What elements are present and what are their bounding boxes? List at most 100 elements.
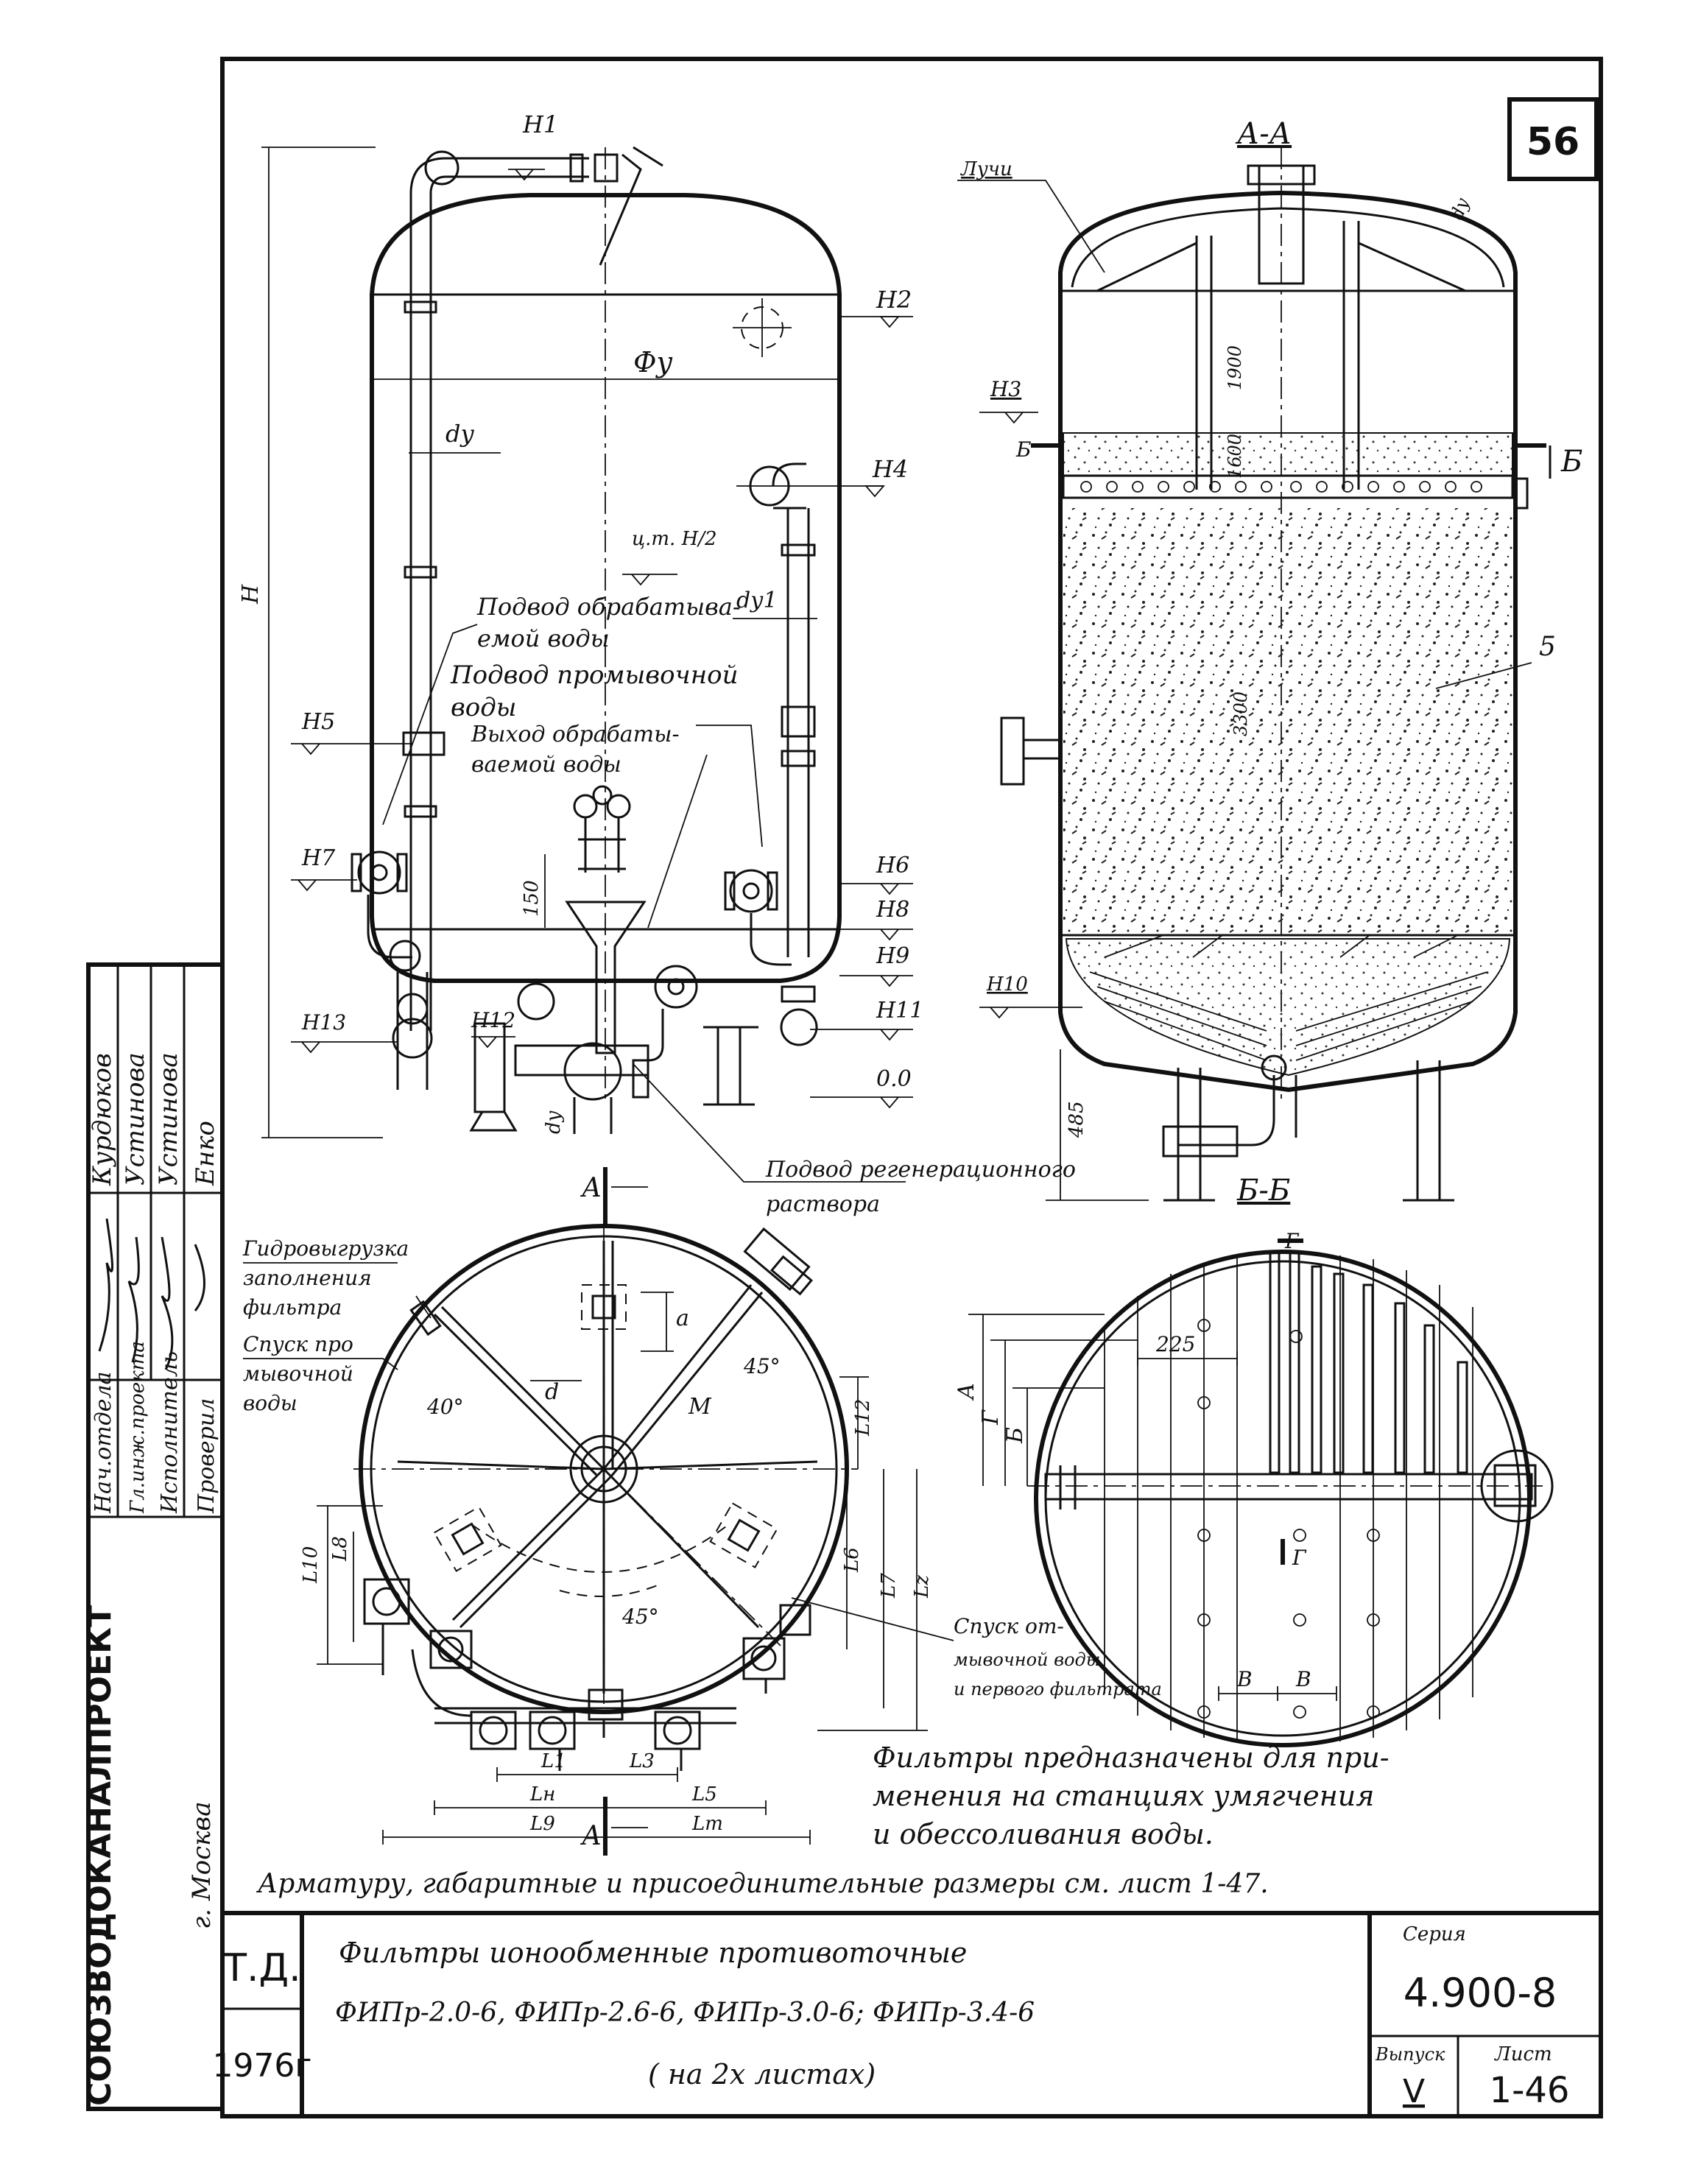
- level-h10-label: H10: [986, 973, 1028, 996]
- level-h8-label: H8: [876, 897, 909, 923]
- vessel-diameter-label: Фу: [633, 346, 673, 378]
- small-diameter-label: dу: [445, 420, 474, 448]
- plan-view: А А 40°: [242, 1167, 1162, 1856]
- title-block: Т.Д. 1976г Фильтры ионообменные противот…: [212, 1911, 1601, 2116]
- level-h2-label: H2: [876, 286, 912, 314]
- stamp-name-3: Устинова: [154, 1052, 183, 1186]
- dim-a-bb: A: [954, 1383, 979, 1401]
- dim-l10: L10: [300, 1546, 322, 1584]
- level-h11-label: H11: [876, 998, 923, 1024]
- series-label: Серия: [1403, 1923, 1466, 1945]
- callout-wash-water-in-1: Подвод промывочной: [450, 661, 738, 690]
- title-line-2: ФИПр-2.0-6, ФИПр-2.6-6, ФИПр-3.0-6; ФИПр…: [335, 1998, 1035, 2028]
- dim-lz: Lz: [911, 1575, 933, 1599]
- level-h9-label: H9: [876, 943, 909, 969]
- dim-l3: L3: [629, 1750, 655, 1772]
- section-bb-title: Б-Б: [1236, 1174, 1290, 1208]
- callout-wash-drain-1: Спуск про: [243, 1332, 353, 1356]
- dim-l8: L8: [329, 1536, 351, 1562]
- level-h7-label: H7: [301, 845, 336, 871]
- level-h6-label: H6: [876, 853, 909, 878]
- angle-45-top: 45°: [743, 1354, 781, 1378]
- level-h12-label: H12: [471, 1008, 515, 1032]
- dim-g-bb: Г: [978, 1409, 1004, 1426]
- callout-hydro-unload-1: Гидровыгрузка: [242, 1236, 409, 1261]
- dim-m-plan: M: [688, 1394, 712, 1420]
- dim-l12: L12: [852, 1399, 874, 1437]
- level-h3-label: H3: [990, 377, 1021, 401]
- title-td: Т.Д.: [222, 1946, 300, 1990]
- collector-holes: [1080, 481, 1482, 493]
- stamp-city: г. Москва: [187, 1802, 216, 1930]
- sheet-label: Лист: [1493, 2043, 1552, 2065]
- b-laterals: [1104, 1250, 1473, 1741]
- note-reference: Арматуру, габаритные и присоединительные…: [256, 1869, 1269, 1899]
- dimension-485: 485: [1066, 1101, 1088, 1138]
- cut-a-top: А: [580, 1173, 602, 1203]
- callout-wash-drain-3: воды: [243, 1391, 297, 1415]
- dim-l6: L6: [841, 1547, 863, 1573]
- sheet-number: 56: [1526, 120, 1579, 164]
- cut-b-left: Б: [1015, 437, 1032, 462]
- callout-regen-in-2: раствора: [766, 1191, 880, 1217]
- dimension-150: 150: [521, 880, 543, 917]
- elevation-view: Фу H1 H2 dу H4 dу1: [238, 110, 1076, 1217]
- callout-first-filtrate-1: Спуск от-: [954, 1614, 1064, 1638]
- dim-v-right: В: [1295, 1667, 1311, 1691]
- dim-l7: L7: [878, 1573, 900, 1599]
- dim-v-left: В: [1236, 1667, 1253, 1691]
- note-purpose-3: и обессоливания воды.: [873, 1818, 1214, 1850]
- angle-45-bottom: 45°: [621, 1604, 659, 1629]
- angle-40: 40°: [426, 1395, 464, 1419]
- dim-l1: L1: [540, 1750, 566, 1772]
- callout-treated-water-in-1: Подвод обрабатыва-: [476, 593, 741, 621]
- section-aa-title: А-А: [1235, 117, 1292, 151]
- side-stamp: СОЮЗВОДОКАНАЛПРОЕКТ г. Москва Нач.отдела…: [81, 962, 225, 2111]
- note-purpose-1: Фильтры предназначены для при-: [873, 1741, 1390, 1774]
- bottom-diameter-label: dу: [543, 1110, 565, 1134]
- callout-first-filtrate-2: мывочной воды: [954, 1649, 1100, 1670]
- stamp-role-2: Гл.инж.проекта: [127, 1341, 149, 1514]
- section-bb-view: Б-Б Г Г: [954, 1174, 1554, 1747]
- callout-hydro-unload-2: заполнения: [243, 1266, 372, 1290]
- title-line-3: ( на 2х листах): [648, 2058, 876, 2090]
- callout-regen-in-1: Подвод регенерационного: [765, 1157, 1076, 1183]
- dim-225: 225: [1155, 1332, 1195, 1356]
- right-pipe-diameter-label: dу1: [736, 588, 778, 613]
- level-h5-label: H5: [301, 709, 335, 735]
- title-year: 1976г: [212, 2047, 311, 2085]
- stamp-role-1: Нач.отдела: [91, 1371, 116, 1514]
- dim-l9: L9: [529, 1813, 555, 1835]
- callout-wash-water-in-2: воды: [451, 693, 517, 722]
- sheet-value: 1-46: [1490, 2070, 1570, 2111]
- dim-lt: Lт: [691, 1813, 723, 1835]
- stamp-role-3: Исполнитель: [157, 1351, 183, 1514]
- stamp-name-4: Енко: [191, 1121, 220, 1186]
- cut-a-bottom: А: [580, 1821, 602, 1851]
- dim-b-bb: Б: [1002, 1427, 1028, 1444]
- cut-g-bottom: Г: [1292, 1546, 1307, 1570]
- dim-l5: L5: [691, 1783, 717, 1806]
- dim-d-plan: d: [545, 1379, 559, 1405]
- level-h4-label: H4: [872, 455, 908, 483]
- level-0-label: 0.0: [876, 1066, 912, 1092]
- center-of-gravity-label: ц.т. H/2: [632, 528, 717, 550]
- bottom-laterals: [1089, 934, 1488, 1061]
- stamp-name-2: Устинова: [121, 1052, 150, 1186]
- radial-laterals: [397, 1241, 818, 1694]
- level-h1-label: H1: [522, 110, 558, 138]
- stamp-role-4: Проверил: [194, 1398, 219, 1514]
- series-value: 4.900-8: [1404, 1970, 1557, 2016]
- note-purpose-2: менения на станциях умягчения: [873, 1780, 1374, 1812]
- callout-wash-drain-2: мывочной: [243, 1362, 353, 1386]
- callout-treated-water-out-2: ваемой воды: [471, 752, 621, 778]
- overall-height-label: H: [238, 584, 264, 605]
- layer-marker-5: 5: [1539, 632, 1556, 662]
- dim-a-plan: a: [676, 1306, 689, 1331]
- stamp-name-1: Курдюков: [88, 1053, 117, 1186]
- dimension-dy-right: dу: [1446, 195, 1473, 222]
- callout-treated-water-in-2: емой воды: [477, 624, 610, 652]
- level-h13-label: H13: [301, 1010, 346, 1035]
- rays-label: Лучи: [959, 158, 1012, 180]
